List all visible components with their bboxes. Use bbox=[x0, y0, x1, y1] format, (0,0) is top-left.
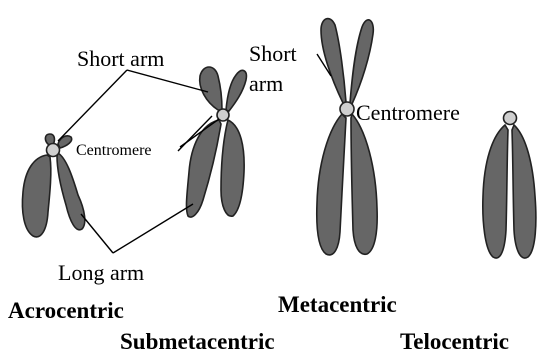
type-label-submetacentric: Submetacentric bbox=[120, 329, 275, 354]
submetacentric-short-arm-right bbox=[226, 70, 246, 111]
submetacentric-chromosome bbox=[186, 67, 246, 217]
telocentric-arm-left bbox=[483, 125, 508, 258]
metacentric-centromere bbox=[340, 102, 354, 116]
centromere-label-left: Centromere bbox=[76, 142, 152, 159]
metacentric-chromosome bbox=[317, 19, 377, 255]
short-arm-label-left: Short arm bbox=[77, 46, 164, 71]
submetacentric-short-arm-left bbox=[200, 67, 222, 110]
short-arm-pointer-acrocentric bbox=[58, 70, 127, 141]
long-arm-pointer-submetacentric bbox=[113, 204, 193, 253]
short-arm-pointer-submetacentric bbox=[127, 70, 208, 92]
short-arm-label-mid-line2: arm bbox=[249, 71, 283, 96]
metacentric-long-arm-right bbox=[351, 114, 377, 254]
acrocentric-short-arm-right bbox=[58, 136, 72, 148]
short-arm-label-mid-line1: Short bbox=[249, 41, 297, 66]
acrocentric-long-arm-right bbox=[57, 153, 85, 230]
centromere-label-right: Centromere bbox=[356, 100, 460, 125]
long-arm-label: Long arm bbox=[58, 260, 144, 285]
submetacentric-long-arm-left bbox=[186, 120, 221, 217]
type-label-telocentric: Telocentric bbox=[400, 329, 509, 354]
acrocentric-centromere bbox=[47, 144, 60, 157]
telocentric-centromere bbox=[504, 112, 517, 125]
type-label-metacentric: Metacentric bbox=[278, 292, 397, 317]
metacentric-short-arm-left bbox=[321, 19, 346, 103]
metacentric-long-arm-left bbox=[317, 114, 346, 255]
acrocentric-long-arm-left bbox=[22, 155, 50, 237]
telocentric-chromosome bbox=[483, 112, 536, 259]
submetacentric-long-arm-right bbox=[221, 120, 244, 216]
telocentric-arm-right bbox=[512, 125, 536, 258]
type-label-acrocentric: Acrocentric bbox=[8, 298, 124, 323]
metacentric-short-arm-right bbox=[350, 20, 373, 104]
long-arm-pointer-acrocentric bbox=[81, 214, 113, 253]
